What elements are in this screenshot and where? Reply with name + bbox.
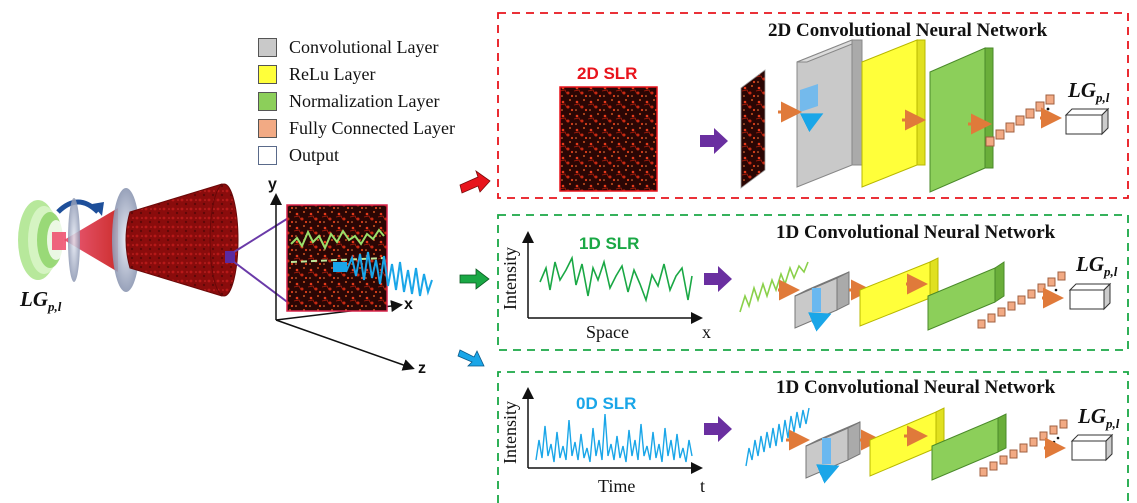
x-axis-label: Time xyxy=(598,476,636,496)
arrow-to-0d-icon xyxy=(457,349,485,367)
panel-0d-title: 1D Convolutional Neural Network xyxy=(776,377,1056,398)
panel-1d-title: 1D Convolutional Neural Network xyxy=(776,222,1056,243)
input-image xyxy=(740,69,766,189)
x-axis-letter: t xyxy=(700,476,706,496)
legend-swatch xyxy=(258,65,277,84)
output-label: LGp,l xyxy=(1068,78,1110,106)
output-box xyxy=(1070,433,1114,462)
output-box xyxy=(1068,282,1112,311)
panel-1d-frame xyxy=(497,214,1129,351)
panel-0d-frame xyxy=(497,371,1129,503)
axis-z-label: z xyxy=(418,360,426,377)
panel-0d-content xyxy=(522,387,1114,484)
lens-icon xyxy=(68,198,80,282)
panel-2d-content xyxy=(559,39,1110,193)
signal-0d-trace xyxy=(535,413,693,463)
arrow-to-1d-icon xyxy=(459,268,490,290)
branch-arrows xyxy=(457,169,491,367)
legend-item-conv: Convolutional Layer xyxy=(258,34,455,61)
fc-layer xyxy=(985,94,1055,147)
legend-item-fc: Fully Connected Layer xyxy=(258,115,455,142)
legend-label: Fully Connected Layer xyxy=(289,118,455,138)
output-label: LGp,l xyxy=(1076,252,1118,280)
legend-swatch xyxy=(258,38,277,57)
input-signal xyxy=(739,261,809,313)
legend-swatch xyxy=(258,92,277,111)
legend-label: ReLu Layer xyxy=(289,64,376,84)
relu-layer xyxy=(869,411,937,477)
panel-2d-frame xyxy=(497,12,1129,199)
plot-0d-axes xyxy=(522,387,703,474)
x-axis-label: Space xyxy=(586,322,629,342)
conv-kernel xyxy=(800,84,818,112)
legend-item-relu: ReLu Layer xyxy=(258,61,455,88)
legend-item-output: Output xyxy=(258,142,455,169)
relu-layer xyxy=(859,261,931,327)
slr-0d-label: 0D SLR xyxy=(576,394,637,413)
panel-1d-content xyxy=(522,231,1112,332)
legend: Convolutional Layer ReLu Layer Normaliza… xyxy=(258,34,455,169)
optics-illustration xyxy=(18,183,433,371)
merge-arrow-icon xyxy=(704,416,732,442)
y-axis-label: Intensity xyxy=(500,247,520,310)
relu-layer xyxy=(861,39,918,188)
speckle-screen xyxy=(286,204,433,312)
legend-label: Convolutional Layer xyxy=(289,37,439,57)
norm-layer xyxy=(929,47,986,193)
legend-label: Output xyxy=(289,145,340,165)
slr-1d-label: 1D SLR xyxy=(579,234,640,253)
output-box xyxy=(1064,107,1110,136)
merge-arrow-icon xyxy=(704,266,732,292)
lg-beam-icon xyxy=(18,200,66,280)
output-label: LGp,l xyxy=(1078,404,1120,432)
arrow-to-2d-icon xyxy=(459,169,491,194)
slr-2d-image xyxy=(559,86,658,192)
slr-2d-label: 2D SLR xyxy=(577,64,638,83)
legend-label: Normalization Layer xyxy=(289,91,440,111)
axis-x-label: x xyxy=(404,296,413,313)
legend-swatch xyxy=(258,146,277,165)
panel-2d-title: 2D Convolutional Neural Network xyxy=(768,20,1048,41)
legend-item-norm: Normalization Layer xyxy=(258,88,455,115)
plot-1d-axes xyxy=(522,231,703,324)
mode-label: LGp,l xyxy=(20,287,62,315)
axis-y-label: y xyxy=(268,176,277,193)
legend-swatch xyxy=(258,119,277,138)
x-axis-letter: x xyxy=(702,322,711,342)
focus-cone xyxy=(64,208,118,272)
y-axis-label: Intensity xyxy=(500,401,520,464)
signal-1d-trace xyxy=(539,255,693,303)
merge-arrow-icon xyxy=(700,128,728,154)
input-signal xyxy=(745,407,810,467)
rotation-arrow-icon xyxy=(56,199,100,214)
